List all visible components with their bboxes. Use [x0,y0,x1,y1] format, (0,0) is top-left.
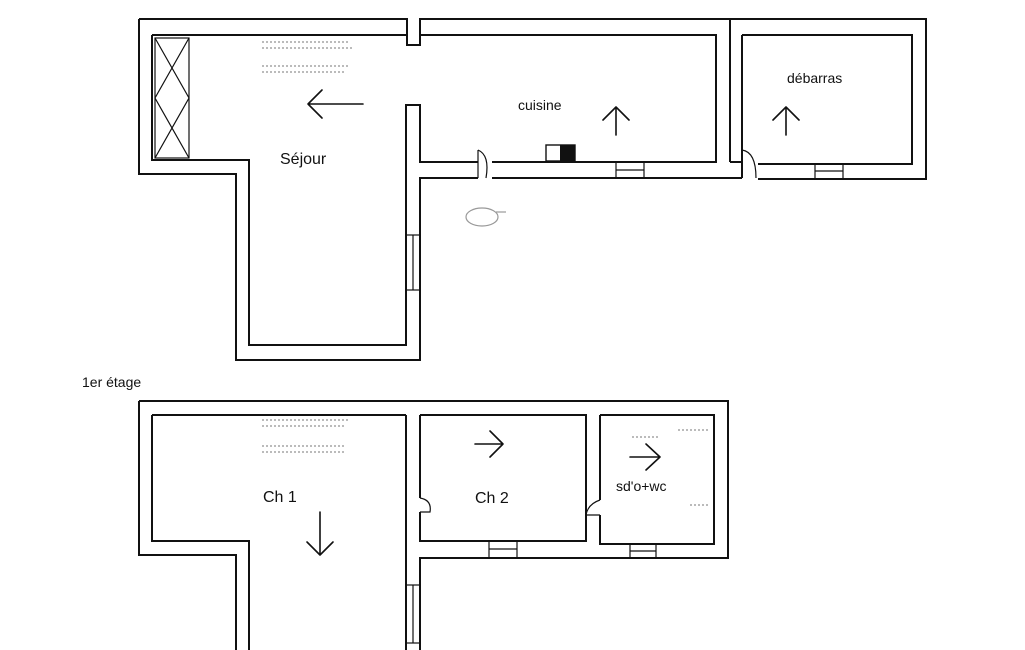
arrow-up-icon [602,106,630,136]
arrow-left-icon [307,89,364,119]
window-icon [405,584,421,644]
door-swing-icon [477,149,488,179]
door-swing-icon [741,149,757,179]
room-label-sejour: Séjour [280,151,327,168]
arrow-down-icon [306,511,334,556]
scribble-mark [262,419,710,506]
room-label-ch1: Ch 1 [263,489,297,506]
window-icon [488,540,518,559]
window-icon [629,543,657,559]
cupboard-icon [154,37,190,159]
ground-floor: Séjour cuisine débarras [138,18,927,361]
arrow-right-icon [474,430,504,458]
arrow-up-icon [772,106,800,136]
sejour-walls [138,18,743,361]
room-label-sdo: sd'o+wc [616,478,667,494]
scribble-mark [262,41,352,73]
appliance-icon [465,207,506,227]
door-swing-icon [585,499,601,516]
stove-icon [545,144,576,162]
room-label-cuisine: cuisine [518,97,562,113]
floor-title: 1er étage [82,374,141,390]
door-swing-icon [419,497,431,513]
room-label-ch2: Ch 2 [475,490,509,507]
room-label-debarras: débarras [787,70,842,86]
window-icon [814,163,844,180]
debarras-room [730,18,927,180]
first-floor: Ch 1 Ch 2 sd'o+wc [138,400,729,650]
window-icon [405,234,421,291]
arrow-right-icon [629,443,661,471]
window-icon [615,161,645,179]
cuisine-room [545,144,645,179]
